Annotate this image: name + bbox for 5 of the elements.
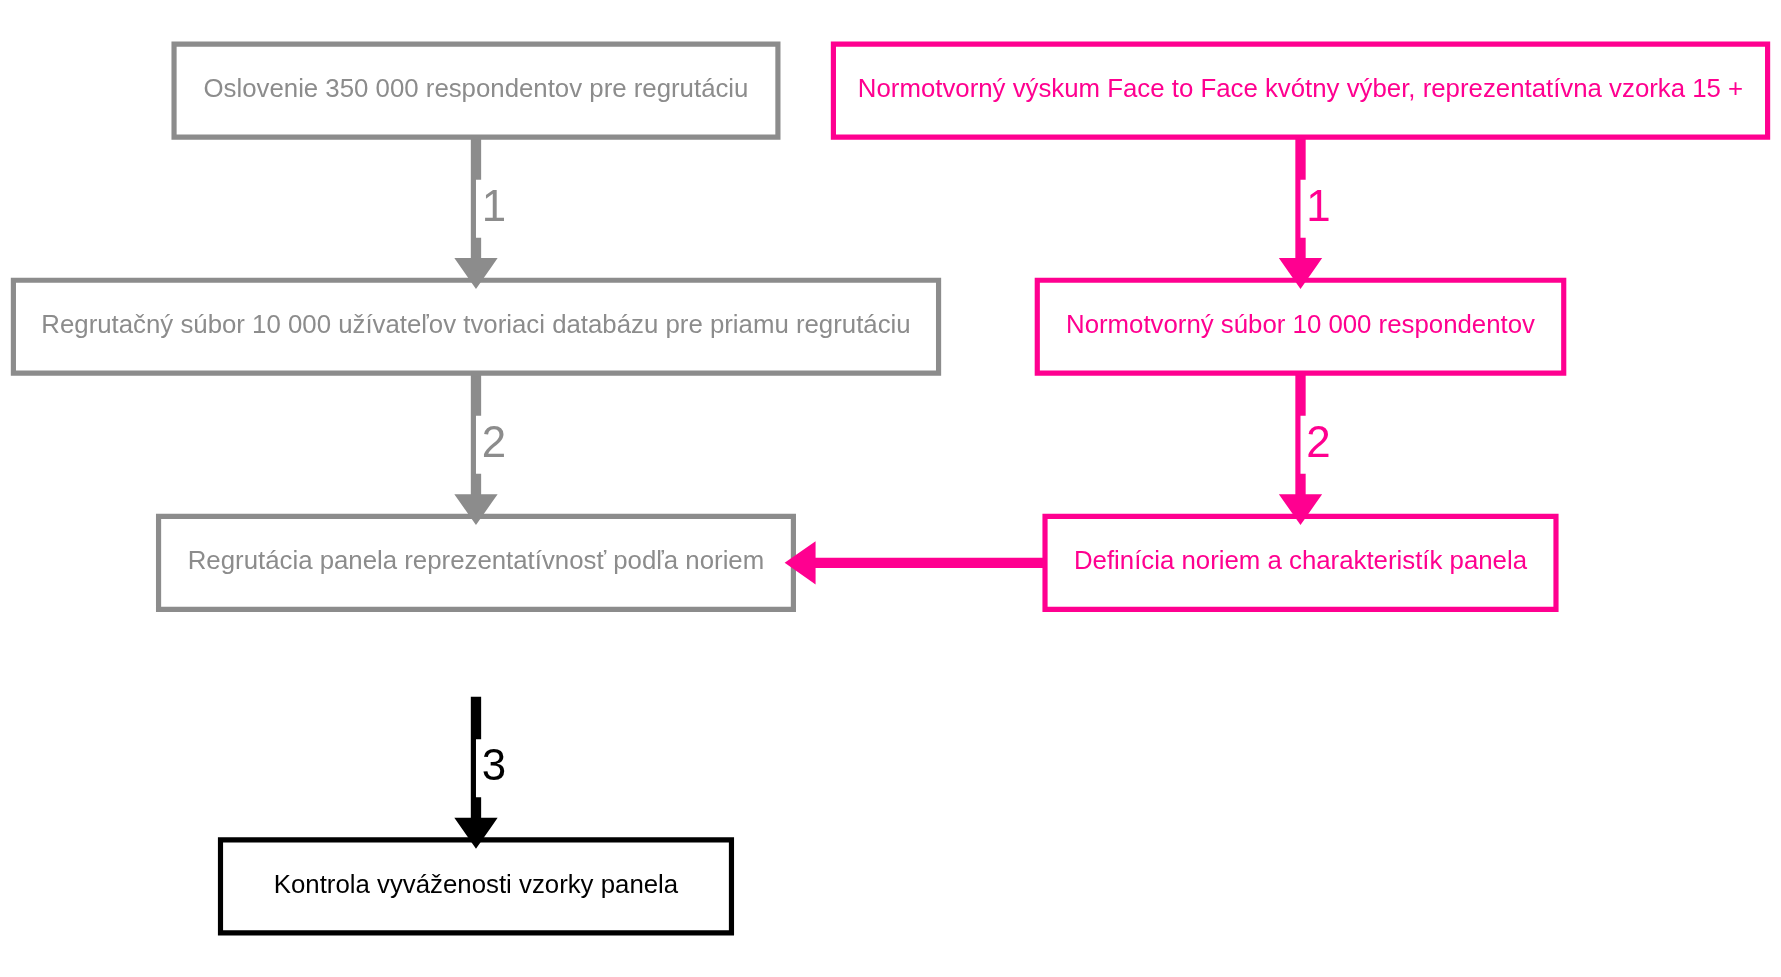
- edge-label: 2: [1306, 416, 1331, 466]
- edge-label: 1: [481, 180, 507, 230]
- edge-label: 1: [1306, 180, 1331, 230]
- edge-label: 3: [481, 740, 507, 790]
- edge-label: 2: [481, 416, 507, 466]
